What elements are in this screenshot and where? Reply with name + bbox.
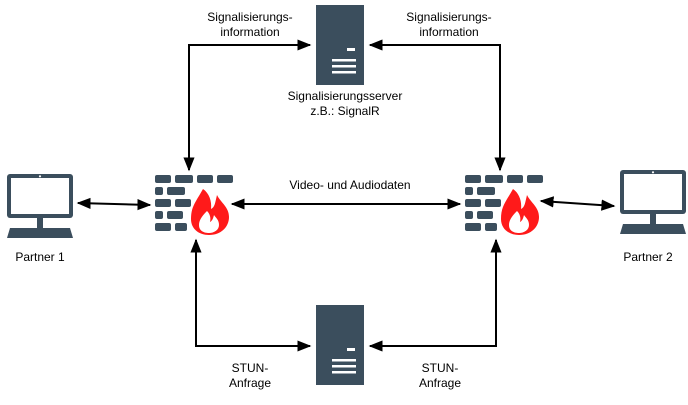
media-label: Video- und Audiodaten [289, 178, 411, 192]
signal-info-right-label: Signalisierungs- information [399, 10, 499, 40]
stun-right-line2: Anfrage [418, 376, 462, 390]
signal-server-label: Signalisierungsserver z.B.: SignalR [275, 89, 415, 119]
firewall-left-icon [155, 175, 233, 235]
signal-info-right-line1: Signalisierungs- [406, 10, 492, 24]
computer-right-icon [620, 170, 686, 234]
computer-left-icon [7, 174, 73, 238]
partner2-label: Partner 2 [623, 250, 673, 264]
signal-info-left-line2: information [220, 25, 280, 39]
signal-link-right [368, 39, 506, 172]
stun-link-left [190, 238, 312, 352]
signal-info-left-label: Signalisierungs- information [200, 10, 300, 40]
partner1-link [76, 197, 152, 211]
signal-server-example: z.B.: SignalR [310, 104, 380, 118]
stun-left-line2: Anfrage [228, 376, 272, 390]
partner2-link [539, 196, 616, 211]
stun-server-icon [316, 305, 364, 385]
stun-left-label: STUN- Anfrage [210, 361, 290, 391]
signal-link-left [183, 39, 312, 172]
signal-info-left-line1: Signalisierungs- [207, 10, 293, 24]
stun-right-label: STUN- Anfrage [400, 361, 480, 391]
partner1-label: Partner 1 [15, 250, 65, 264]
stun-left-line1: STUN- [231, 361, 269, 375]
signal-server-name: Signalisierungsserver [287, 89, 403, 103]
signal-info-right-line2: information [419, 25, 479, 39]
stun-link-right [368, 238, 502, 352]
stun-right-line1: STUN- [421, 361, 459, 375]
signaling-server-icon [316, 5, 364, 85]
firewall-right-icon [465, 175, 543, 235]
